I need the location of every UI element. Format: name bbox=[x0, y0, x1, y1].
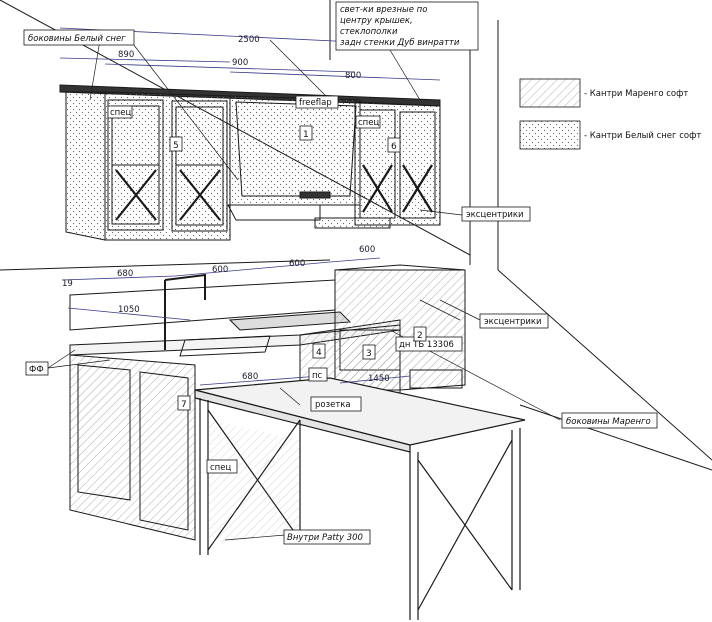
dim-680-b: 680 bbox=[242, 372, 258, 382]
label-eccentrics-mid: эксцентрики bbox=[484, 317, 542, 327]
label-spec-bottom: спец bbox=[210, 463, 231, 473]
callout-1: 1 bbox=[303, 130, 309, 140]
label-freeflap: freeflap bbox=[299, 98, 332, 108]
label-spec-left: спец bbox=[110, 108, 131, 118]
callout-5: 5 bbox=[173, 141, 179, 151]
dim-19: 19 bbox=[62, 279, 73, 289]
legend: - Кантри Маренго софт - Кантри Белый сне… bbox=[519, 78, 701, 150]
callout-4: 4 bbox=[316, 348, 322, 358]
dim-800: 800 bbox=[345, 71, 361, 81]
note-line-2: центру крышек, bbox=[340, 16, 413, 26]
legend-label-white: - Кантри Белый снег софт bbox=[584, 131, 701, 141]
label-bokoviny-white: боковины Белый снег bbox=[28, 34, 126, 44]
label-inside: Внутри Patty 300 bbox=[287, 533, 363, 543]
island-table bbox=[194, 377, 526, 620]
dim-1450: 1450 bbox=[368, 374, 390, 384]
legend-label-marengo: - Кантри Маренго софт bbox=[584, 89, 688, 99]
label-boxes: боковины Белый снег свет-ки врезные по ц… bbox=[23, 1, 658, 545]
callout-2: 2 bbox=[417, 331, 423, 341]
note-line-1: свет-ки врезные по bbox=[340, 5, 427, 15]
dimension-texts: 2500 890 900 800 19 680 600 600 600 1050… bbox=[62, 35, 390, 384]
dim-1050: 1050 bbox=[118, 305, 140, 315]
dim-600-c: 600 bbox=[359, 245, 375, 255]
dim-680: 680 bbox=[117, 269, 133, 279]
label-spec-right: спец bbox=[358, 118, 379, 128]
number-callouts: 1 2 3 4 5 6 7 bbox=[169, 125, 427, 411]
callout-7: 7 bbox=[181, 400, 187, 410]
label-bokoviny-marengo: боковины Маренго bbox=[566, 417, 651, 427]
label-oven: дн ТБ 13306 bbox=[399, 340, 454, 350]
note-line-3: стеклополки bbox=[340, 27, 398, 37]
callout-6: 6 bbox=[391, 142, 397, 152]
dim-2500: 2500 bbox=[238, 35, 260, 45]
dim-600-b: 600 bbox=[289, 259, 305, 269]
label-ps: пс bbox=[312, 371, 323, 381]
label-socket: розетка bbox=[315, 400, 351, 410]
dim-600-a: 600 bbox=[212, 265, 228, 275]
legend-swatch-marengo bbox=[519, 78, 581, 108]
label-eccentrics-top: эксцентрики bbox=[466, 210, 524, 220]
dim-900: 900 bbox=[232, 58, 248, 68]
label-ff: ФФ bbox=[29, 365, 44, 375]
callout-3: 3 bbox=[366, 349, 372, 359]
dim-890: 890 bbox=[118, 50, 134, 60]
legend-swatch-white bbox=[519, 120, 581, 150]
note-line-4: задн стенки Дуб винратти bbox=[340, 38, 460, 48]
